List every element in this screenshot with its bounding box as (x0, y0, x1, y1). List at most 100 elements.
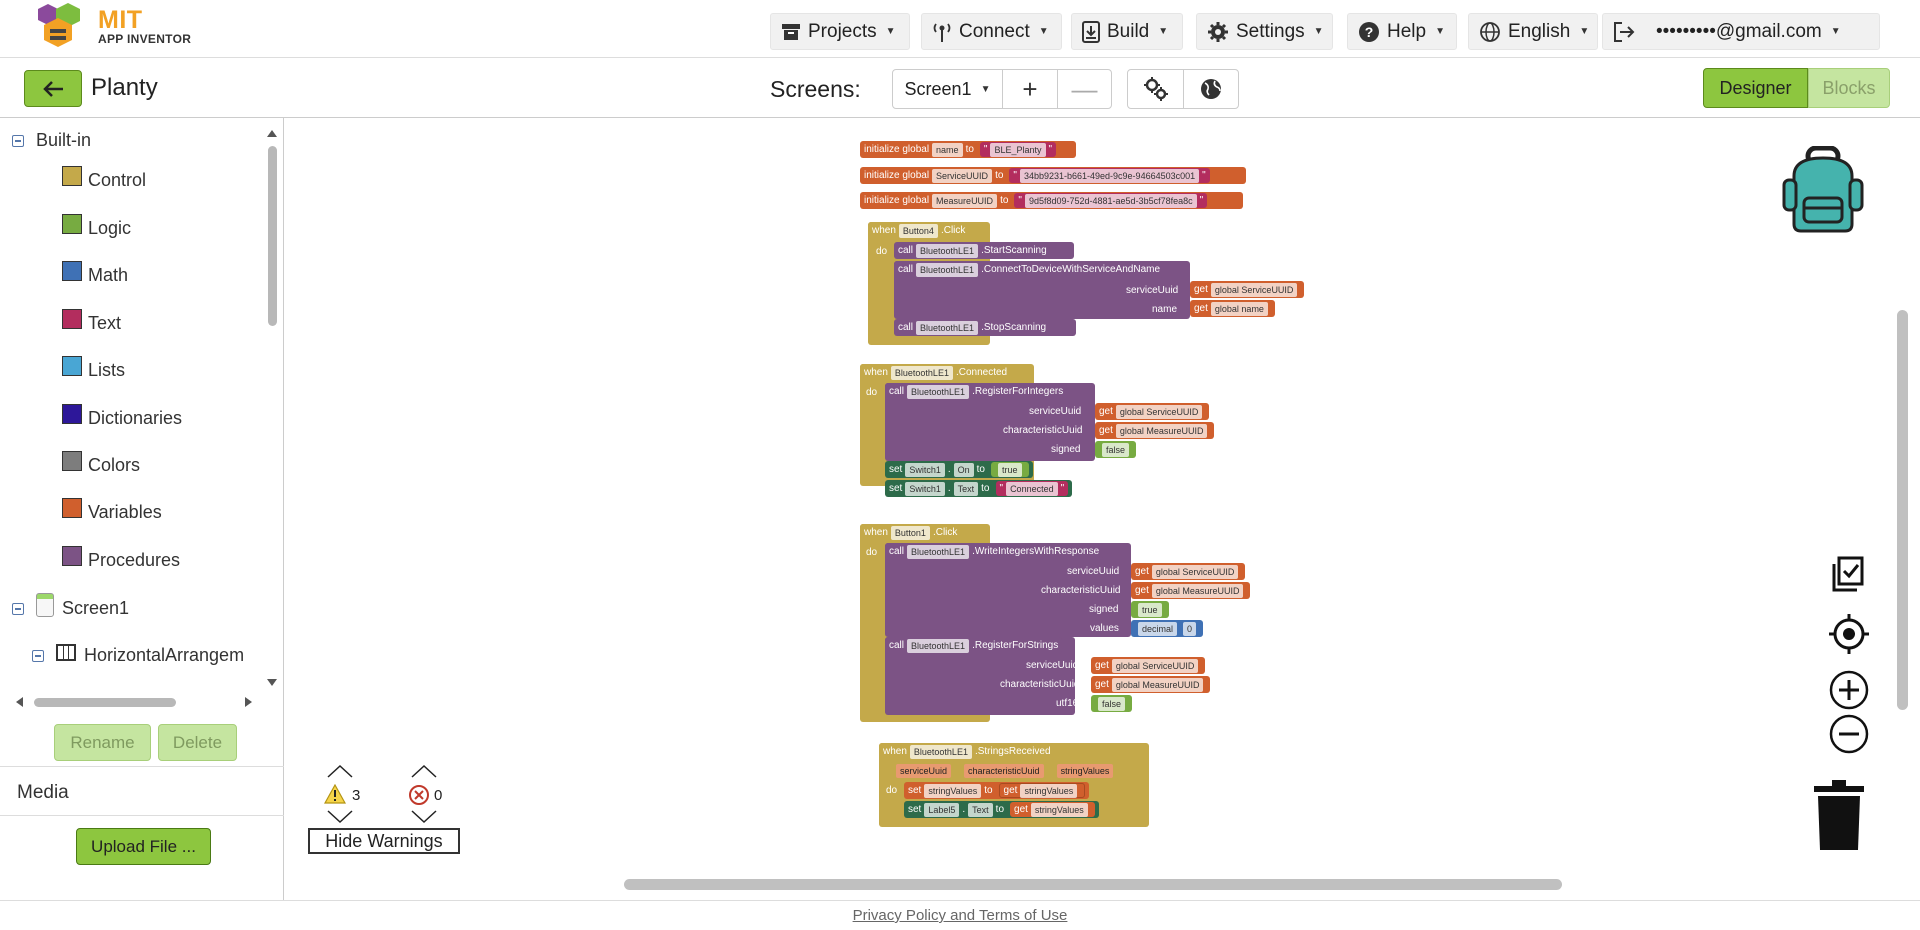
warning-next-icon[interactable] (326, 810, 354, 824)
text-value-block[interactable]: " 34bb9231-b661-49ed-9c9e-94664503c001 " (1009, 168, 1210, 183)
variable-chip[interactable]: global ServiceUUID (1210, 282, 1298, 297)
palette-item-logic[interactable]: Logic (62, 213, 131, 239)
number-format-chip[interactable]: decimal (1138, 621, 1178, 636)
text-value[interactable]: BLE_Planty (990, 142, 1046, 157)
text-value[interactable]: 34bb9231-b661-49ed-9c9e-94664503c001 (1019, 168, 1200, 183)
variable-chip[interactable]: global MeasureUUID (1115, 423, 1208, 438)
collapse-icon[interactable] (12, 134, 24, 147)
text-value-block[interactable]: " Connected " (995, 481, 1069, 496)
zoom-out-icon[interactable] (1829, 714, 1869, 754)
variable-chip[interactable]: stringValues (1030, 802, 1088, 817)
variable-chip[interactable]: global name (1210, 301, 1268, 316)
variable-name[interactable]: MeasureUUID (932, 193, 998, 208)
component-chip[interactable]: BluetoothLE1 (907, 638, 970, 653)
variable-name[interactable]: ServiceUUID (932, 168, 993, 183)
logic-false-block[interactable]: false (1091, 695, 1133, 712)
variable-chip[interactable]: stringValues (1020, 783, 1078, 798)
component-chip[interactable]: Label5 (924, 802, 960, 817)
logic-true-block[interactable]: true (991, 462, 1029, 477)
boolean-chip[interactable]: false (1102, 442, 1130, 457)
projects-menu[interactable]: Projects▼ (770, 13, 910, 50)
variable-chip[interactable]: stringValues (924, 783, 982, 798)
palette-item-colors[interactable]: Colors (62, 450, 140, 476)
parameter-chip[interactable]: characteristicUuid (964, 763, 1044, 778)
palette-item-math[interactable]: Math (62, 260, 128, 286)
backpack-icon[interactable] (1780, 146, 1870, 236)
component-chip[interactable]: Switch1 (905, 481, 945, 496)
upload-file-button[interactable]: Upload File ... (76, 828, 211, 865)
add-screen-button[interactable]: + (1022, 73, 1038, 104)
property-chip[interactable]: On (953, 462, 974, 477)
tree-screen1[interactable]: Screen1 (12, 592, 129, 619)
warning-prev-icon[interactable] (326, 764, 354, 778)
property-chip[interactable]: Text (953, 481, 979, 496)
zoom-in-icon[interactable] (1829, 670, 1869, 710)
palette-item-variables[interactable]: Variables (62, 497, 162, 523)
palette-item-control[interactable]: Control (62, 165, 146, 191)
parameter-chip[interactable]: serviceUuid (896, 763, 952, 778)
variable-chip[interactable]: global MeasureUUID (1151, 583, 1244, 598)
workspace-vertical-scrollbar[interactable] (1897, 310, 1908, 710)
help-menu[interactable]: ? Help▼ (1347, 13, 1457, 50)
back-button[interactable] (24, 70, 82, 107)
text-value-block[interactable]: " 9d5f8d09-752d-4881-ae5d-3b5cf78fea8c " (1014, 193, 1208, 208)
component-chip[interactable]: BluetoothLE1 (907, 544, 970, 559)
component-chip[interactable]: BluetoothLE1 (916, 243, 979, 258)
component-chip[interactable]: BluetoothLE1 (907, 384, 970, 399)
variable-chip[interactable]: global ServiceUUID (1111, 658, 1199, 673)
scroll-down-icon[interactable] (266, 678, 278, 688)
language-menu[interactable]: English▼ (1468, 13, 1598, 50)
trash-icon[interactable] (1812, 780, 1866, 852)
workspace-horizontal-scrollbar[interactable] (624, 879, 1562, 890)
boolean-chip[interactable]: false (1098, 696, 1126, 711)
language-globe-button[interactable] (1183, 70, 1238, 108)
boolean-chip[interactable]: true (1138, 602, 1162, 617)
delete-button[interactable]: Delete (158, 724, 237, 761)
logic-true-block[interactable]: true (1131, 601, 1169, 618)
text-value[interactable]: 9d5f8d09-752d-4881-ae5d-3b5cf78fea8c (1024, 193, 1197, 208)
recenter-icon[interactable] (1829, 614, 1869, 654)
variable-chip[interactable]: global MeasureUUID (1111, 677, 1204, 692)
scroll-thumb[interactable] (34, 698, 176, 707)
boolean-chip[interactable]: true (998, 462, 1022, 477)
remove-screen-button[interactable]: — (1057, 70, 1111, 108)
property-chip[interactable]: Text (968, 802, 993, 817)
component-chip[interactable]: BluetoothLE1 (916, 320, 979, 335)
connect-menu[interactable]: Connect▼ (921, 13, 1062, 50)
hide-warnings-button[interactable]: Hide Warnings (308, 828, 460, 854)
error-next-icon[interactable] (410, 810, 438, 824)
palette-item-procedures[interactable]: Procedures (62, 545, 180, 571)
app-inventor-logo[interactable]: MIT APP INVENTOR (36, 2, 196, 54)
build-menu[interactable]: Build▼ (1071, 13, 1183, 50)
scroll-up-icon[interactable] (266, 128, 278, 138)
designer-button[interactable]: Designer (1703, 68, 1808, 108)
user-menu[interactable]: •••••••••@gmail.com▼ (1602, 13, 1880, 50)
palette-item-lists[interactable]: Lists (62, 355, 125, 381)
number-chip[interactable]: 0 (1183, 621, 1197, 636)
blocks-button[interactable]: Blocks (1808, 68, 1890, 108)
variable-name[interactable]: name (932, 142, 963, 157)
parameter-chip[interactable]: stringValues (1056, 763, 1114, 778)
palette-vertical-scrollbar[interactable] (266, 128, 278, 688)
palette-item-text[interactable]: Text (62, 308, 121, 334)
palette-item-dictionaries[interactable]: Dictionaries (62, 403, 182, 429)
project-properties-button[interactable] (1128, 70, 1183, 108)
logic-false-block[interactable]: false (1095, 441, 1137, 458)
variable-chip[interactable]: global ServiceUUID (1115, 404, 1203, 419)
